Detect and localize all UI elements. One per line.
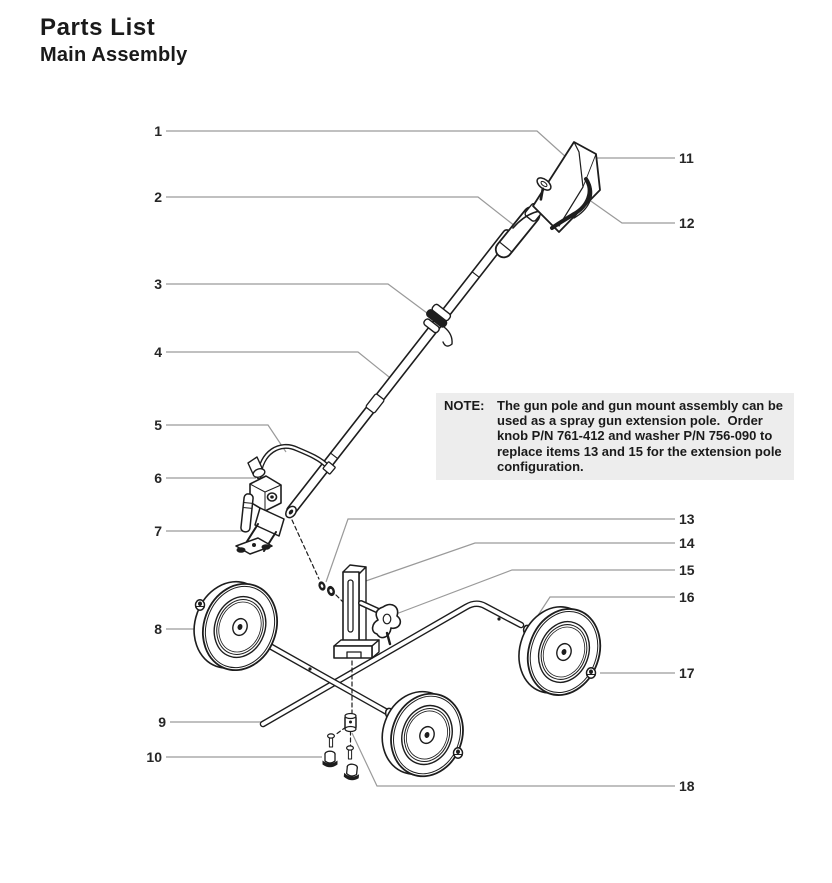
callout-number-1: 1 [154, 123, 162, 139]
callout-number-4: 4 [154, 344, 162, 360]
leg-foot [343, 763, 360, 781]
callout-number-16: 16 [679, 589, 695, 605]
leg-spacer [344, 712, 357, 733]
page-subtitle: Main Assembly [40, 44, 188, 66]
callout-leader-4 [166, 351, 395, 382]
note-text: The gun pole and gun mount assembly can … [497, 398, 784, 474]
callout-leader-1 [166, 130, 568, 159]
callout-number-7: 7 [154, 523, 162, 539]
wheel-right [518, 606, 602, 696]
page-title: Parts List [40, 14, 156, 41]
callout-number-11: 11 [679, 150, 694, 166]
callout-number-12: 12 [679, 215, 695, 231]
callout-leader-5 [166, 424, 287, 453]
leg-foot [322, 750, 338, 768]
callout-leader-13 [325, 518, 675, 583]
callout-leader-15 [395, 569, 675, 615]
spray-gun-assembly [235, 443, 336, 555]
leg-assemblies [322, 660, 360, 781]
note-box: NOTE: The gun pole and gun mount assembl… [436, 393, 794, 481]
callout-leader-12 [577, 191, 675, 224]
assembly-artwork [193, 141, 602, 781]
callout-leader-14 [359, 542, 675, 584]
pole-clamp [423, 303, 453, 347]
axle-cap-nut [452, 747, 464, 759]
callout-leader-18 [351, 732, 675, 787]
axle-cap-nut [194, 599, 206, 611]
axle-cap-nut [585, 667, 597, 679]
callout-leader-3 [166, 283, 432, 317]
t-knob [358, 600, 402, 646]
leg-bolt [345, 745, 355, 760]
gun-filter-handle [240, 493, 254, 533]
assembly-dashed-line-upper [291, 519, 347, 606]
callout-number-2: 2 [154, 189, 162, 205]
callout-number-14: 14 [679, 535, 695, 551]
callout-number-8: 8 [154, 621, 162, 637]
callout-number-15: 15 [679, 562, 695, 578]
assembly-dashed-line-lower [334, 660, 353, 747]
wheel-left [193, 580, 278, 672]
gun-mount-block [254, 507, 285, 537]
callout-number-18: 18 [679, 778, 695, 794]
leg-bolt [326, 733, 336, 748]
callout-leader-2 [166, 196, 521, 231]
note-label: NOTE: [444, 398, 485, 413]
callout-leader-9 [170, 679, 345, 723]
callout-number-9: 9 [158, 714, 166, 730]
callout-number-6: 6 [154, 470, 162, 486]
mount-screw [536, 177, 552, 201]
pole-end-fitting [285, 505, 297, 519]
callout-number-13: 13 [679, 511, 695, 527]
wheel-bottom [381, 690, 464, 778]
callout-number-5: 5 [154, 417, 162, 433]
callout-number-3: 3 [154, 276, 162, 292]
gun-hook [550, 177, 592, 230]
callout-number-10: 10 [146, 749, 162, 765]
pole-washers [318, 581, 335, 597]
gun-mount-assembly [494, 141, 601, 259]
callout-number-17: 17 [679, 665, 695, 681]
